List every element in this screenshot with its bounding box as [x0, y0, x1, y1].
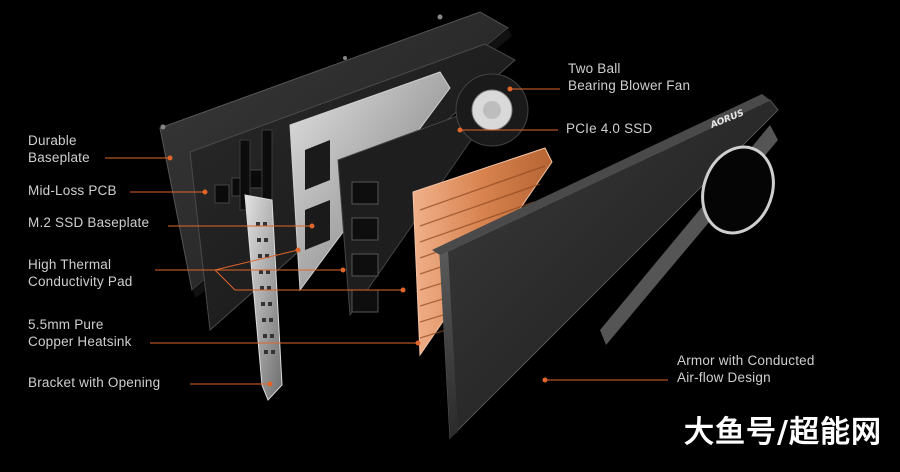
- ssd-board-layer: [337, 114, 479, 317]
- label-bracket: Bracket with Opening: [28, 375, 161, 390]
- blower-fan: [455, 73, 529, 147]
- armor-shroud: [432, 94, 779, 440]
- label-mid-loss-pcb: Mid-Loss PCB: [28, 183, 117, 198]
- label-ssd-baseplate: M.2 SSD Baseplate: [28, 215, 150, 230]
- label-pcie-ssd: PCIe 4.0 SSD: [566, 121, 653, 136]
- bracket: [244, 194, 283, 401]
- watermark-text: 大鱼号/超能网: [684, 415, 882, 450]
- leader-lines: [105, 86, 668, 387]
